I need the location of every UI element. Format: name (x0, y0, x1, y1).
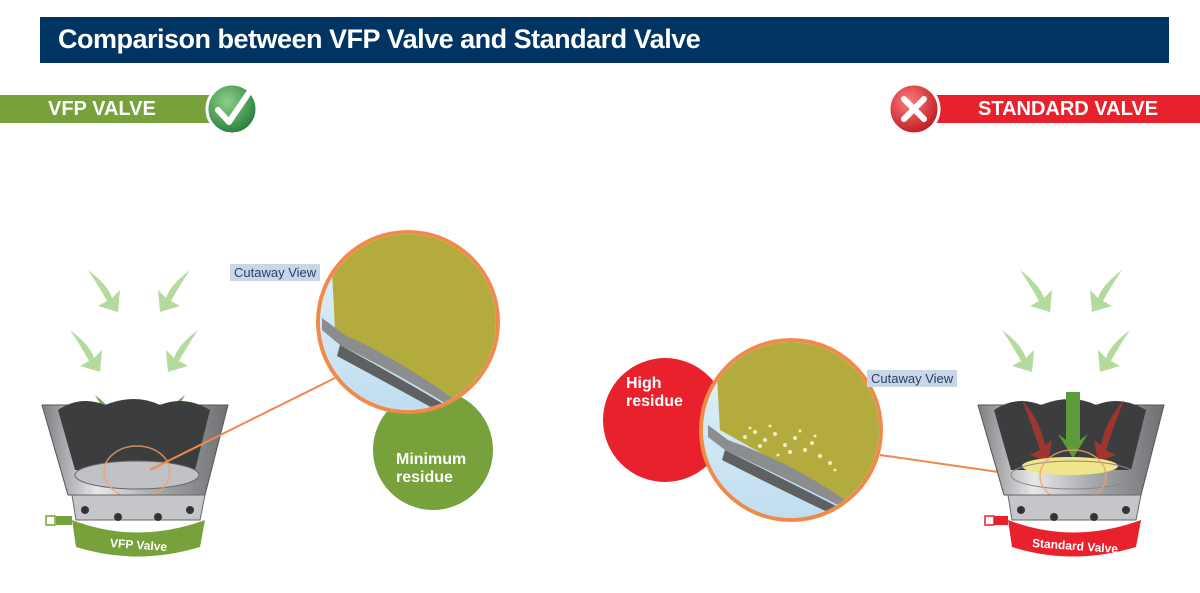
standard-banner: STANDARD VALVE (915, 95, 1200, 123)
minimum-residue-circle (373, 390, 493, 510)
high-residue-label: High residue (626, 375, 683, 411)
vfp-banner-label: VFP VALVE (48, 98, 156, 120)
minimum-residue-label: Minimum residue (396, 451, 466, 487)
standard-cutaway-label: Cutaway View (867, 370, 958, 387)
minimum-residue-line2: residue (396, 469, 453, 486)
standard-flow-arrows (1002, 270, 1130, 372)
vfp-cutaway-magnifier (316, 230, 500, 414)
minimum-residue-line1: Minimum (396, 451, 467, 468)
check-icon (205, 82, 259, 136)
vfp-banner: VFP VALVE (0, 95, 230, 123)
standard-cutaway-magnifier (699, 338, 1041, 522)
standard-valve-illustration (977, 392, 1165, 557)
title-bar: Comparison between VFP Valve and Standar… (40, 17, 1169, 63)
high-residue-circle (603, 358, 727, 482)
cross-icon (887, 82, 941, 136)
standard-banner-label: STANDARD VALVE (978, 98, 1158, 120)
vfp-cutaway-label: Cutaway View (230, 264, 321, 281)
vfp-valve-illustration (41, 377, 336, 557)
high-residue-line2: residue (626, 393, 683, 410)
high-residue-line1: High (626, 375, 662, 392)
page-title: Comparison between VFP Valve and Standar… (58, 24, 701, 54)
